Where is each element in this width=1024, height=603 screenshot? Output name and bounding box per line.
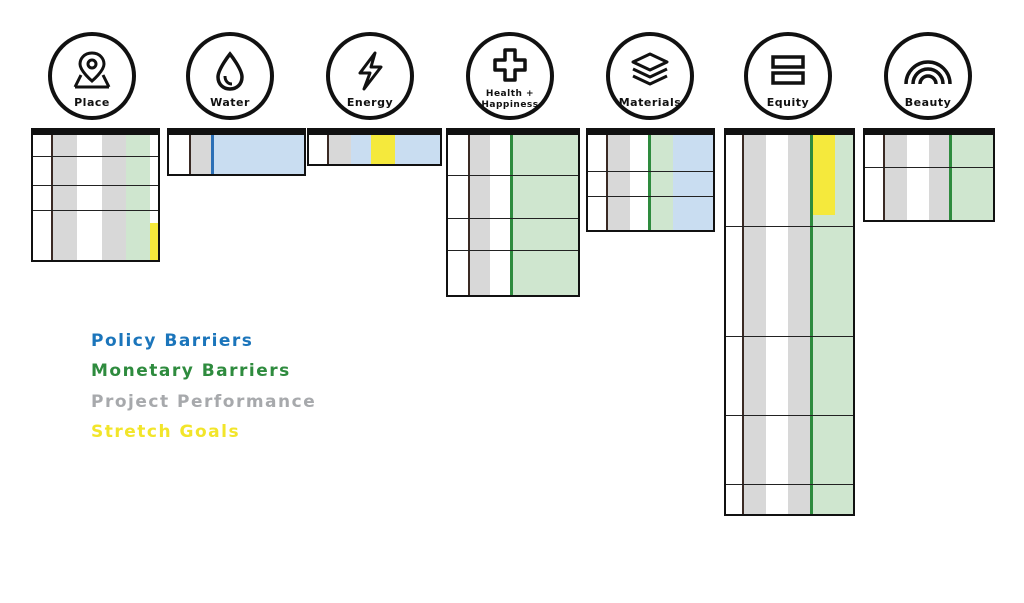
matrix-col-accent-green — [949, 135, 952, 220]
panel-header — [448, 130, 578, 135]
matrix-col-white — [907, 135, 929, 220]
place-matrix-panel — [31, 128, 160, 262]
matrix-col-grey — [191, 135, 211, 174]
health-matrix-panel — [446, 128, 580, 297]
materials-petal: Materials — [606, 32, 694, 120]
matrix-col-yellow — [813, 135, 835, 215]
legend-policy-barriers: Policy Barriers — [91, 331, 254, 351]
petal-label-health-line1: Health + — [485, 89, 535, 99]
petal-label-energy: Energy — [346, 96, 394, 109]
petal-label-water: Water — [210, 96, 250, 109]
matrix-col-yellow — [150, 222, 158, 260]
panel-header — [865, 130, 993, 135]
matrix-col-white — [77, 135, 102, 260]
energy-matrix-panel — [307, 128, 442, 166]
beauty-matrix-panel — [863, 128, 995, 222]
matrix-col-white — [490, 135, 510, 295]
row-divider — [588, 195, 713, 197]
matrix-col-green — [651, 135, 673, 230]
place-petal: Place — [48, 32, 136, 120]
matrix-col-green — [513, 135, 578, 295]
matrix-col-green — [952, 135, 993, 220]
matrix-col-divider — [189, 135, 191, 174]
matrix-col-green — [126, 135, 150, 260]
petal-label-materials: Materials — [618, 96, 682, 109]
legend-monetary-barriers: Monetary Barriers — [91, 361, 291, 381]
lightning-bolt-icon — [358, 51, 383, 91]
row-divider — [726, 335, 853, 337]
matrix-col-grey — [329, 135, 351, 164]
materials-matrix-panel — [586, 128, 715, 232]
matrix-col-category — [448, 135, 468, 295]
matrix-col-grey — [744, 135, 766, 514]
matrix-col-category — [726, 135, 742, 514]
panel-header — [726, 130, 853, 135]
legend-stretch-goals: Stretch Goals — [91, 422, 241, 442]
map-pin-icon — [73, 51, 111, 89]
row-divider — [726, 483, 853, 485]
matrix-col-accent-green — [510, 135, 513, 295]
panel-header — [169, 130, 304, 135]
row-divider — [726, 225, 853, 227]
panel-header — [33, 130, 158, 135]
row-divider — [33, 210, 158, 211]
petal-label-beauty: Beauty — [904, 96, 952, 109]
matrix-col-yellow — [371, 135, 395, 164]
matrix-col-grey — [608, 135, 630, 230]
matrix-col-blue — [351, 135, 371, 164]
legend-project-performance: Project Performance — [91, 392, 317, 412]
matrix-col-divider — [327, 135, 329, 164]
row-divider — [726, 415, 853, 417]
row-divider — [33, 185, 158, 186]
row-divider — [448, 175, 578, 176]
matrix-col-accent-green — [648, 135, 651, 230]
rainbow-arches-icon — [904, 60, 952, 85]
beauty-petal: Beauty — [884, 32, 972, 120]
matrix-col-white — [766, 135, 788, 514]
matrix-col-grey — [102, 135, 126, 260]
energy-petal: Energy — [326, 32, 414, 120]
matrix-col-white — [630, 135, 648, 230]
water-drop-icon — [216, 51, 244, 91]
equals-bars-icon — [771, 55, 805, 85]
matrix-col-accent-green — [810, 135, 813, 514]
health-happiness-petal: Health + Happiness — [466, 32, 554, 120]
matrix-col-grey — [470, 135, 490, 295]
petal-label-place: Place — [74, 96, 110, 109]
matrix-col-divider — [51, 135, 53, 260]
matrix-col-grey — [53, 135, 77, 260]
matrix-col-grey — [788, 135, 810, 514]
matrix-col-category — [33, 135, 51, 260]
matrix-col-grey — [885, 135, 907, 220]
water-matrix-panel — [167, 128, 306, 176]
matrix-col-divider — [742, 135, 744, 514]
petal-label-health-line2: Happiness — [481, 100, 539, 110]
equity-matrix-panel — [724, 128, 855, 516]
matrix-col-divider — [883, 135, 885, 220]
layers-stack-icon — [631, 52, 669, 86]
row-divider — [588, 171, 713, 173]
petal-label-equity: Equity — [766, 96, 810, 109]
matrix-col-blue — [214, 135, 304, 174]
matrix-col-accent-blue — [211, 135, 214, 174]
matrix-col-divider — [606, 135, 608, 230]
row-divider — [448, 250, 578, 252]
panel-header — [588, 130, 713, 135]
water-petal: Water — [186, 32, 274, 120]
row-divider — [33, 156, 158, 158]
matrix-col-grey — [929, 135, 949, 220]
matrix-col-category — [588, 135, 606, 230]
panel-header — [309, 130, 440, 135]
row-divider — [448, 218, 578, 220]
matrix-col-category — [169, 135, 189, 174]
equity-petal: Equity — [744, 32, 832, 120]
matrix-col-blue — [673, 135, 713, 230]
petal-label-health: Health + Happiness — [470, 89, 550, 111]
matrix-col-divider — [468, 135, 470, 295]
row-divider — [865, 167, 993, 169]
matrix-col-category — [865, 135, 883, 220]
medical-cross-icon — [493, 48, 527, 82]
matrix-col-category — [309, 135, 327, 164]
matrix-col-blue — [395, 135, 440, 164]
